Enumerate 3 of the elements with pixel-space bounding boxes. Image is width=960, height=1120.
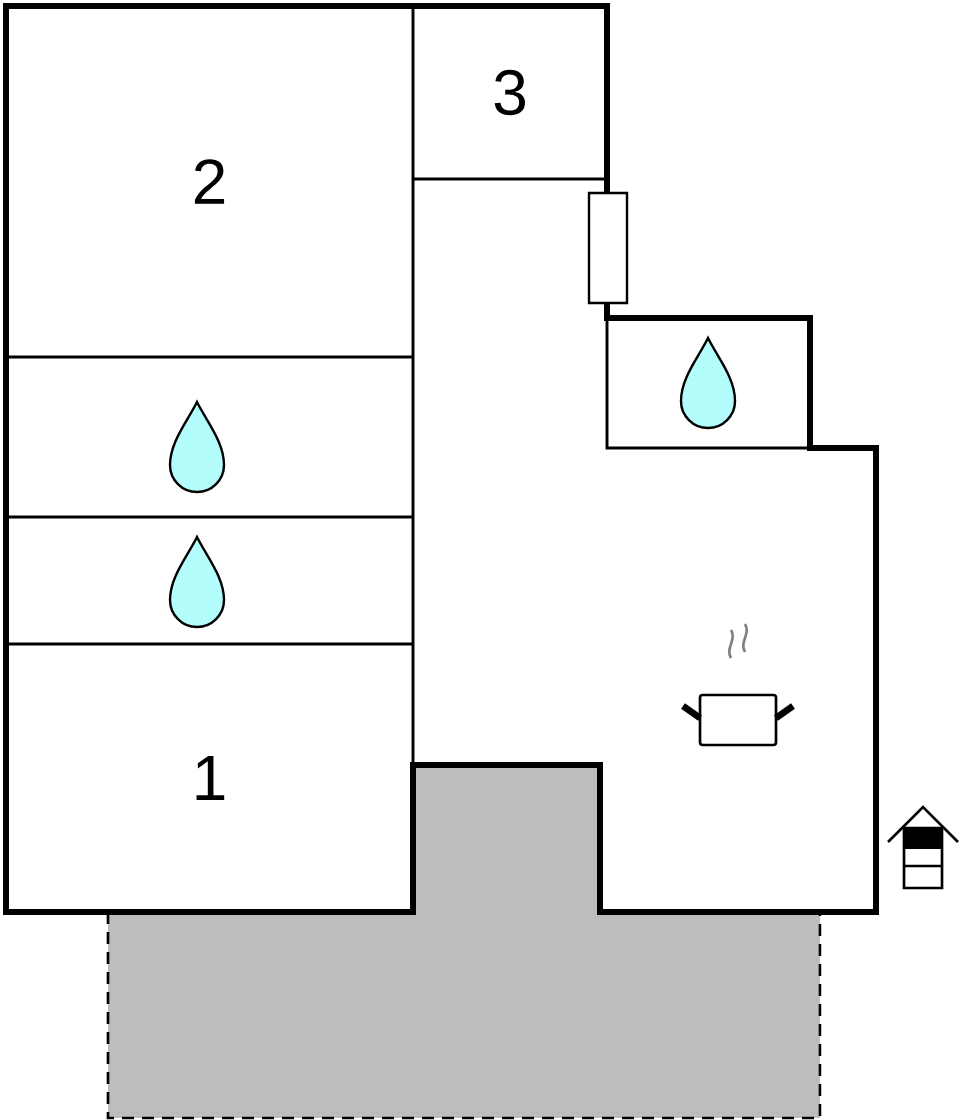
room-number: 1 <box>196 756 225 800</box>
room-number: 3 <box>494 69 525 116</box>
room-number: 2 <box>194 159 225 204</box>
